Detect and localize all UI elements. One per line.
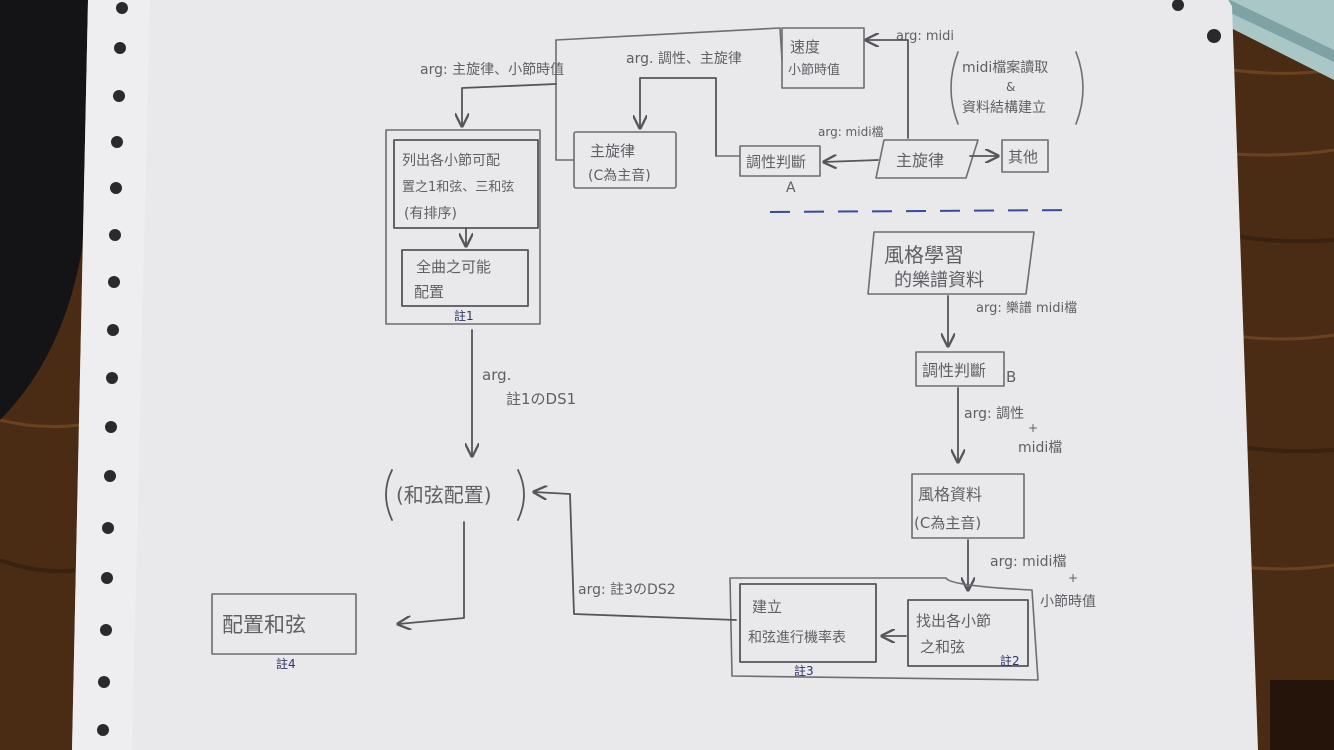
assign-chords-box: [211, 593, 357, 655]
arg-score-midi: arg: 樂譜 midi檔: [976, 300, 1077, 316]
chord-assign-process: (和弦配置): [385, 469, 525, 521]
possible-box-line1: 全曲之可能: [416, 258, 491, 276]
perforation-holes-left: [97, 2, 128, 736]
bottom-right-group-outer: [729, 577, 1039, 681]
arg-ds2: arg: 註3のDS2: [578, 582, 676, 598]
style-learn-line1: 風格學習: [884, 243, 964, 267]
chord-list-line1: 列出各小節可配: [402, 152, 500, 169]
melody-box-label: 主旋律: [896, 151, 944, 170]
note3-label: 註3: [794, 664, 814, 678]
arrow-to-chord-list: [462, 83, 557, 126]
other-box: [1001, 139, 1049, 173]
note1-label: 註1: [454, 309, 474, 323]
find-chords-line1: 找出各小節: [916, 612, 991, 630]
arg-key-melody: arg. 調性、主旋律: [626, 51, 742, 67]
arrow-build-to-assign: [534, 492, 737, 621]
style-data-box: [911, 473, 1025, 539]
parse-note-amp: &: [1006, 80, 1015, 94]
note2-label: 註2: [1000, 654, 1020, 668]
perforation-holes-right: [1172, 0, 1221, 43]
key-detect-a-suffix: A: [786, 180, 796, 196]
arg-midi-duration-line2: 小節時值: [1040, 593, 1096, 610]
style-learning-parallelogram: [867, 231, 1035, 295]
arg-midi-top: arg: midi: [896, 29, 954, 44]
arg-midi-file: arg: midi檔: [818, 125, 884, 139]
arg-ds1-line1: arg.: [482, 366, 511, 384]
parse-note: midi檔案讀取 & 資料結構建立: [950, 51, 1084, 125]
chord-assign-label: (和弦配置): [396, 483, 492, 507]
arg-key-midi-plus: +: [1028, 421, 1038, 435]
assign-chords-label: 配置和弦: [222, 613, 306, 637]
key-detect-a-label: 調性判斷: [746, 153, 806, 171]
arg-midi-duration-line1: arg: midi檔: [990, 554, 1066, 570]
other-box-label: 其他: [1008, 148, 1038, 166]
arrow-to-melody-c: [640, 77, 717, 157]
arg-ds1-line2: 註1のDS1: [506, 390, 576, 408]
keyboard-edge: [1205, 0, 1334, 80]
top-connector-to-melody-c: [555, 39, 575, 161]
build-table-line1: 建立: [752, 598, 782, 616]
find-chords-line2: 之和弦: [920, 638, 965, 656]
style-data-line1: 風格資料: [918, 485, 982, 504]
melody-c-box-line1: 主旋律: [590, 142, 635, 160]
arg-key-midi-line1: arg: 調性: [964, 406, 1024, 422]
dark-cloth: [0, 0, 98, 420]
parse-note-line1: midi檔案讀取: [962, 59, 1048, 76]
tempo-box-line2: 小節時值: [788, 62, 840, 78]
arg-melody-duration: arg: 主旋律、小節時值: [420, 61, 564, 78]
melody-c-box-line2: (C為主音): [588, 167, 651, 184]
top-connector-to-tempo: [779, 27, 783, 61]
arg-key-midi-line2: midi檔: [1018, 440, 1062, 456]
chord-list-line2: 置之1和弦、三和弦: [402, 179, 514, 195]
possible-box: [401, 249, 529, 307]
possible-box-line2: 配置: [414, 283, 444, 301]
key-detect-b-suffix: B: [1006, 368, 1016, 386]
arg-midi-duration-plus: +: [1068, 571, 1078, 585]
melody-c-box: [573, 131, 677, 189]
style-data-line2: (C為主音): [914, 514, 981, 532]
arrow-assign-to-box: [398, 521, 465, 624]
left-group-outer: [385, 129, 541, 325]
arrow-melody-to-a: [824, 160, 879, 162]
dashed-separator: [769, 209, 1073, 213]
key-detect-b-box: [915, 351, 1005, 387]
top-connector-line: [555, 27, 781, 41]
arrow-to-tempo: [866, 40, 909, 139]
find-chords-box: [907, 599, 1029, 667]
key-detect-b-label: 調性判斷: [922, 361, 986, 380]
key-detect-a-box: [739, 145, 821, 177]
tempo-box-line1: 速度: [790, 38, 820, 56]
build-table-line2: 和弦進行機率表: [748, 629, 846, 646]
build-table-box: [739, 583, 877, 663]
note4-label: 註4: [276, 657, 296, 671]
melody-parallelogram: [875, 139, 979, 179]
style-learn-line2: 的樂譜資料: [894, 270, 984, 291]
chord-list-line3: (有排序): [404, 206, 457, 222]
parse-note-line2: 資料結構建立: [962, 100, 1046, 116]
